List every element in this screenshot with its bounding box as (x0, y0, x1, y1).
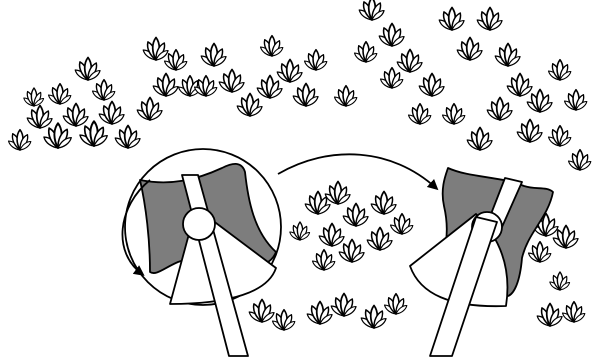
grass-tuft-icon (330, 294, 358, 318)
grass-tuft-icon (7, 130, 32, 152)
grass-tuft-icon (152, 74, 180, 98)
grass-tuft-icon (494, 44, 522, 68)
grass-tuft-icon (536, 304, 564, 328)
grass-tuft-icon (378, 24, 406, 48)
grass-tuft-icon (547, 126, 572, 148)
grass-tuft-icon (311, 250, 336, 272)
swing-arrow (278, 154, 436, 188)
grass-tuft-icon (303, 50, 328, 72)
grass-tuft-icon (42, 123, 72, 150)
grass-tuft-icon (506, 74, 534, 98)
grass-tuft-icon (289, 222, 311, 241)
grass-tuft-icon (549, 272, 571, 291)
grass-tuft-icon (306, 302, 334, 326)
grass-tuft-icon (271, 310, 296, 332)
left-trimmer-head (125, 149, 281, 356)
grass-tuft-icon (389, 214, 414, 236)
grass-tuft-icon (78, 121, 108, 148)
grass-tuft-icon (218, 70, 246, 94)
grass-tuft-icon (23, 88, 45, 107)
grass-tuft-icon (200, 44, 228, 68)
grass-tuft-icon (441, 104, 466, 126)
grass-tuft-icon (292, 84, 320, 108)
grass-tuft-icon (547, 60, 572, 82)
grass-tuft-icon (383, 294, 408, 316)
grass-tuft-icon (136, 98, 164, 122)
grass-tuft-icon (333, 86, 358, 108)
grass-tuft-icon (438, 8, 466, 32)
grass-tuft-icon (360, 306, 388, 330)
grass-tuft-icon (318, 224, 346, 248)
grass-tuft-icon (476, 8, 504, 32)
grass-tuft-icon (324, 182, 352, 206)
grass-tuft-icon (248, 300, 276, 324)
grass-tuft-icon (358, 0, 386, 22)
grass-tuft-icon (466, 128, 494, 152)
grass-tuft-icon (353, 42, 378, 64)
grass-tuft-icon (259, 36, 284, 58)
grass-tuft-icon (396, 50, 424, 74)
grass-tuft-icon (91, 80, 116, 102)
grass-tuft-icon (142, 38, 170, 62)
grass-tuft-icon (563, 90, 588, 112)
grass-tuft-icon (516, 120, 544, 144)
left-head-hub (183, 208, 215, 240)
grass-tuft-icon (236, 94, 264, 118)
grass-tuft-icon (418, 74, 446, 98)
grass-tuft-icon (114, 126, 142, 150)
grass-tuft-icon (526, 90, 554, 114)
grass-tuft-icon (74, 58, 102, 82)
grass-tuft-icon (98, 102, 126, 126)
grass-tuft-icon (338, 240, 366, 264)
grass-tuft-icon (342, 204, 370, 228)
grass-tuft-icon (407, 104, 432, 126)
grass-tuft-icon (379, 68, 404, 90)
grass-tuft-icon (567, 150, 592, 172)
grass-tuft-icon (456, 38, 484, 62)
grass-tuft-icon (527, 242, 552, 264)
grass-tuft-icon (561, 302, 586, 324)
grass-tuft-icon (256, 76, 284, 100)
grass-tuft-icon (26, 106, 54, 130)
grass-tuft-icon (366, 228, 394, 252)
grass-tuft-icon (62, 104, 90, 128)
grass-tuft-icon (47, 84, 72, 106)
grass-tuft-icon (486, 98, 514, 122)
grass-tuft-icon (370, 192, 398, 216)
right-trimmer-head (410, 168, 553, 356)
grass-tuft-icon (276, 60, 304, 84)
